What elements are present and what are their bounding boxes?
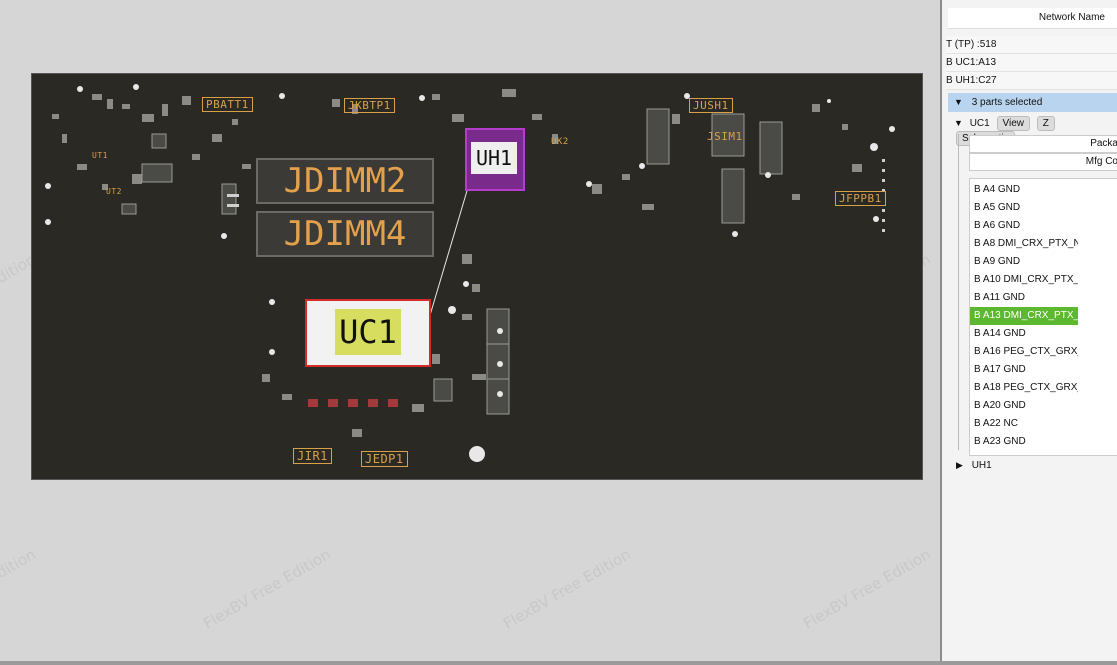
pin-row[interactable]: B A18 PEG_CTX_GRX_ bbox=[970, 379, 1117, 397]
pin-row[interactable]: B A8 DMI_CRX_PTX_N bbox=[970, 235, 1117, 253]
pin-text: B A4 GND bbox=[974, 184, 1021, 195]
pin-text: B A22 NC bbox=[974, 418, 1018, 429]
pin-row[interactable]: B A11 GND bbox=[970, 289, 1117, 307]
uh1-tree-node[interactable]: ▶ UH1 bbox=[956, 460, 992, 471]
pin-row[interactable]: B A20 GND bbox=[970, 397, 1117, 415]
pbatt1-label[interactable]: PBATT1 bbox=[202, 97, 253, 112]
uh1-part[interactable]: UH1 bbox=[465, 128, 525, 191]
pin-text: B A17 GND bbox=[974, 364, 1026, 375]
splitter[interactable] bbox=[940, 0, 942, 665]
expand-triangle-icon[interactable]: ▼ bbox=[954, 97, 963, 107]
network-name-header[interactable]: Network Name bbox=[948, 8, 1117, 29]
pin-text: B A10 DMI_CRX_PTX_ bbox=[974, 274, 1078, 285]
network-panel: Network Name T (TP) :518 B UC1:A13 B UH1… bbox=[942, 0, 1117, 665]
pin-text: B A5 GND bbox=[974, 202, 1021, 213]
board-components bbox=[45, 84, 895, 462]
net-row[interactable]: T (TP) :518 bbox=[946, 36, 1117, 54]
pin-row[interactable]: B A4 GND bbox=[970, 181, 1117, 199]
watermark: FlexBV Free Edition bbox=[500, 545, 634, 633]
pin-row[interactable]: B A14 GND bbox=[970, 325, 1117, 343]
pin-text: B A18 PEG_CTX_GRX_ bbox=[974, 382, 1078, 393]
pin-row[interactable]: B A5 GND bbox=[970, 199, 1117, 217]
ut2-label[interactable]: UT2 bbox=[106, 187, 122, 196]
pin-row[interactable]: B A17 GND bbox=[970, 361, 1117, 379]
pin-row[interactable]: B A22 NC bbox=[970, 415, 1117, 433]
expand-triangle-icon[interactable]: ▼ bbox=[954, 118, 963, 128]
jir1-label[interactable]: JIR1 bbox=[293, 448, 332, 464]
pin-text: B A16 PEG_CTX_GRX_ bbox=[974, 346, 1078, 357]
pin-text: B A6 GND bbox=[974, 220, 1021, 231]
pin-row[interactable]: B A13 DMI_CRX_PTX_ bbox=[970, 307, 1117, 325]
package-field: Packa bbox=[969, 135, 1117, 153]
view-button[interactable]: View bbox=[996, 116, 1030, 131]
pin-text: B A23 GND bbox=[974, 436, 1026, 447]
jsim1-label[interactable]: JSIM1 bbox=[707, 130, 743, 143]
board-viewer[interactable]: FlexBV Free Edition FlexBV Free Edition … bbox=[0, 0, 940, 665]
z-button[interactable]: Z bbox=[1036, 116, 1055, 131]
pin-text: B A11 GND bbox=[974, 292, 1025, 303]
jedp1-label[interactable]: JEDP1 bbox=[361, 451, 408, 467]
pin-row[interactable]: B A16 PEG_CTX_GRX_ bbox=[970, 343, 1117, 361]
pin-text: B A9 GND bbox=[974, 256, 1021, 267]
mfg-field: Mfg Co bbox=[969, 153, 1117, 171]
jkbtp1-label[interactable]: JKBTP1 bbox=[344, 98, 395, 113]
pin-text: B A8 DMI_CRX_PTX_N bbox=[974, 238, 1078, 249]
part-name: UC1 bbox=[969, 118, 990, 129]
pin-row[interactable]: B A6 GND bbox=[970, 217, 1117, 235]
pin-row[interactable]: B A9 GND bbox=[970, 253, 1117, 271]
pin-row[interactable]: B A10 DMI_CRX_PTX_ bbox=[970, 271, 1117, 289]
pcb-board[interactable]: JDIMM2 JDIMM4 UC1 UH1 PBATT1 JKBTP1 JUSH… bbox=[31, 73, 923, 480]
uc1-part[interactable]: UC1 bbox=[305, 299, 431, 367]
jdimm2-slot[interactable]: JDIMM2 bbox=[256, 158, 434, 204]
jdimm4-slot[interactable]: JDIMM4 bbox=[256, 211, 434, 257]
jfppb1-label[interactable]: JFPPB1 bbox=[835, 191, 886, 206]
pin-text: B A13 DMI_CRX_PTX_ bbox=[970, 307, 1078, 325]
uk2-label[interactable]: UK2 bbox=[551, 137, 569, 147]
uc1-label: UC1 bbox=[335, 309, 401, 355]
pin-list[interactable]: B A4 GND B A5 GND B A6 GND B A8 DMI_CRX_PTX… bbox=[969, 178, 1117, 456]
net-row[interactable]: B UH1:C27 bbox=[946, 72, 1117, 90]
pin-text: B A14 GND bbox=[974, 328, 1026, 339]
tree-guide bbox=[958, 134, 959, 450]
net-row[interactable]: B UC1:A13 bbox=[946, 54, 1117, 72]
watermark: FlexBV Free Edition bbox=[800, 545, 934, 633]
pin-text: B A20 GND bbox=[974, 400, 1026, 411]
selection-header[interactable]: ▼ 3 parts selected bbox=[948, 93, 1117, 112]
pin-row[interactable]: B A23 GND bbox=[970, 433, 1117, 451]
jush1-label[interactable]: JUSH1 bbox=[689, 98, 733, 113]
watermark: FlexBV Free Edition bbox=[200, 545, 334, 633]
watermark: FlexBV Free Edition bbox=[0, 545, 39, 633]
uh1-label: UH1 bbox=[471, 142, 517, 174]
status-strip bbox=[0, 661, 1117, 665]
ut1-label[interactable]: UT1 bbox=[92, 151, 108, 160]
collapsed-triangle-icon[interactable]: ▶ bbox=[956, 460, 963, 470]
